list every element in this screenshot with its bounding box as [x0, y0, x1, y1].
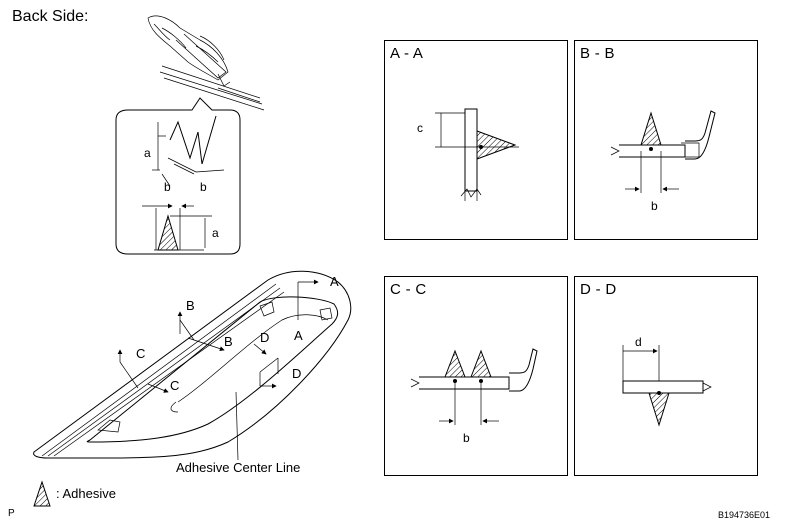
- marker-d-right: D: [292, 366, 302, 381]
- dim-label-a-upper: a: [144, 146, 151, 160]
- section-title: D - D: [580, 281, 617, 298]
- section-c-c-drawing: [410, 348, 538, 425]
- figure-code: B194736E01: [718, 510, 771, 520]
- section-title: A - A: [390, 45, 424, 62]
- section-panel-a-a: A - A c: [384, 40, 568, 240]
- dim-label-d: d: [635, 335, 642, 349]
- section-panel-d-d: D - D d: [574, 276, 758, 476]
- marker-a-inner: A: [294, 328, 303, 343]
- page-title: Back Side:: [12, 8, 89, 25]
- adhesive-legend-icon: [33, 480, 51, 507]
- window-overview: A A B B C C D D Adhesive Center Line: [28, 262, 368, 482]
- corner-mark: P: [8, 508, 15, 519]
- section-a-a-drawing: [435, 108, 519, 201]
- marker-b-top: B: [186, 298, 195, 313]
- marker-b-inner: B: [224, 334, 233, 349]
- marker-a-top: A: [330, 274, 339, 289]
- application-detail-drawing: [115, 15, 265, 255]
- dim-label-a-profile: a: [212, 226, 219, 240]
- section-panel-c-c: C - C b: [384, 276, 568, 476]
- dim-label-b-upper: b: [164, 180, 171, 194]
- marker-c-top: C: [136, 346, 146, 361]
- dim-label-b-lower: b: [200, 180, 207, 194]
- adhesive-center-line-label: Adhesive Center Line: [176, 460, 301, 475]
- dim-label-c: c: [417, 121, 423, 135]
- section-panel-b-b: B - B b: [574, 40, 758, 240]
- application-detail: a b b b a: [100, 10, 280, 255]
- section-title: B - B: [580, 45, 615, 62]
- dim-label-b: b: [651, 199, 658, 213]
- dim-label-b: b: [463, 431, 470, 445]
- section-title: C - C: [390, 281, 427, 298]
- section-d-d-drawing: [622, 345, 712, 427]
- marker-c-inner: C: [170, 378, 180, 393]
- marker-d-inner: D: [260, 330, 270, 345]
- legend-text: : Adhesive: [56, 486, 116, 501]
- section-b-b-drawing: [610, 110, 716, 193]
- window-overview-drawing: [33, 270, 352, 461]
